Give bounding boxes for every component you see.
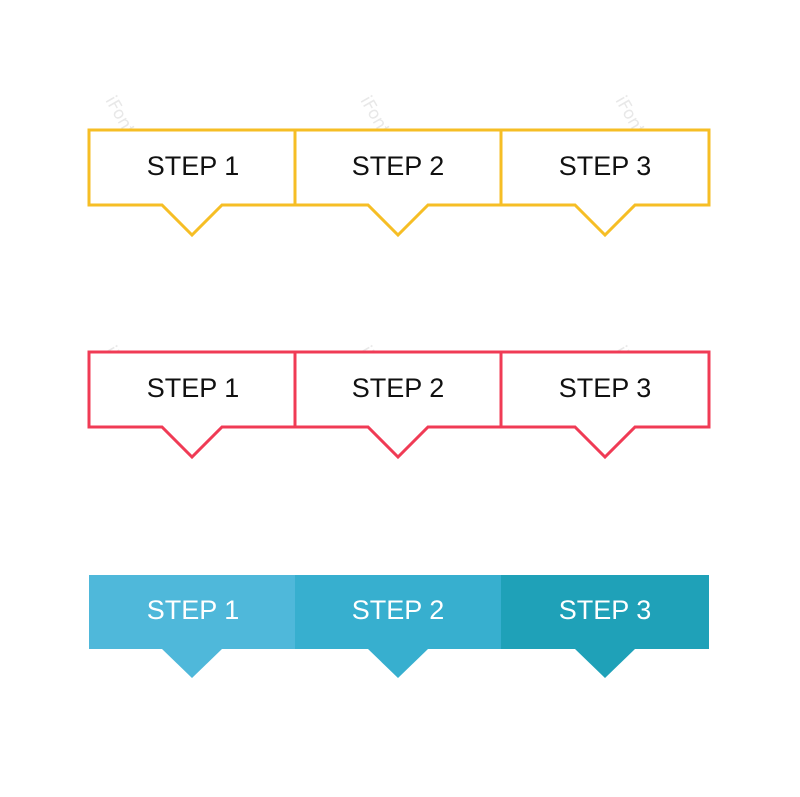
step-3-box (499, 350, 711, 460)
steps-row-yellow: STEP 1 STEP 2 STEP 3 (87, 128, 711, 238)
step-2-box (295, 575, 502, 678)
step-2-label: STEP 2 (352, 595, 445, 625)
steps-row-red: STEP 1 STEP 2 STEP 3 (87, 350, 711, 460)
steps-row-blue: STEP 1 STEP 2 STEP 3 (89, 575, 709, 678)
step-1-label: STEP 1 (147, 151, 240, 181)
step-1-label: STEP 1 (147, 373, 240, 403)
step-2-box (293, 128, 503, 238)
step-3-label: STEP 3 (559, 595, 652, 625)
step-1-label: STEP 1 (147, 595, 240, 625)
step-3-label: STEP 3 (559, 151, 652, 181)
step-1-box (87, 128, 297, 238)
step-2-box (293, 350, 503, 460)
step-3-label: STEP 3 (559, 373, 652, 403)
step-2-label: STEP 2 (352, 151, 445, 181)
step-3-box (501, 575, 709, 678)
step-2-label: STEP 2 (352, 373, 445, 403)
step-3-box (499, 128, 711, 238)
step-1-box (87, 350, 297, 460)
step-1-box (89, 575, 296, 678)
